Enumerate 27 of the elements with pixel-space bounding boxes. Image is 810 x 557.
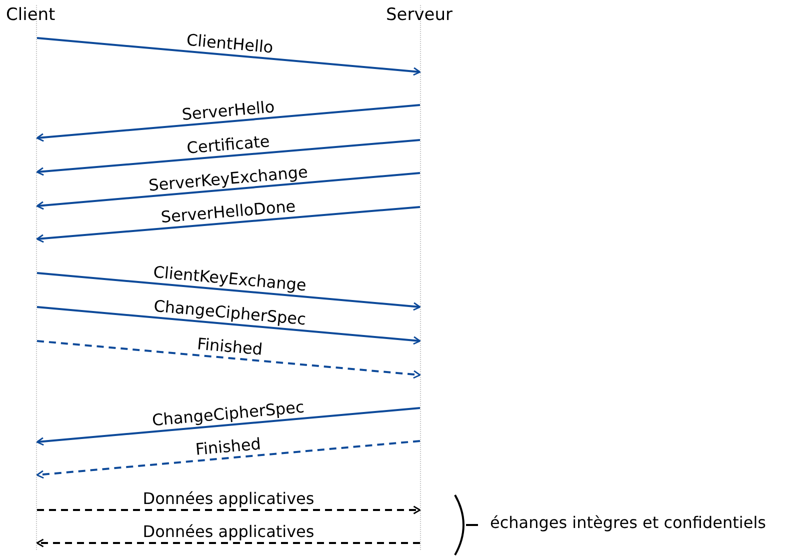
arrow <box>36 440 420 479</box>
participant-name: Serveur <box>386 5 453 25</box>
arrow <box>36 340 421 379</box>
edge-label: ServerHelloDone <box>160 197 296 227</box>
edge-label: ClientHello <box>185 31 274 57</box>
edge-label: ClientKeyExchange <box>152 263 307 295</box>
arrow <box>36 37 421 76</box>
arrow <box>36 306 421 345</box>
arrow <box>36 172 420 210</box>
arrow <box>36 272 421 311</box>
edge-label: ChangeCipherSpec <box>150 398 304 430</box>
edge-label: ServerKeyExchange <box>147 162 308 194</box>
edge-label: Finished <box>196 335 263 359</box>
arrow <box>36 139 420 176</box>
edge-label: Certificate <box>186 132 270 158</box>
note-text: échanges intègres et confidentiels <box>490 514 766 532</box>
edge-label: ServerHello <box>180 98 275 124</box>
arrow <box>37 506 421 514</box>
edge-label: ChangeCipherSpec <box>152 297 306 329</box>
arrow <box>36 407 420 446</box>
edge-label: Finished <box>194 435 262 459</box>
edge-label: Données applicatives <box>142 523 314 541</box>
edge-label: Données applicatives <box>142 490 314 508</box>
arrow <box>36 538 420 548</box>
arrow <box>36 206 420 243</box>
arrow <box>36 104 420 142</box>
participant-name: Client <box>6 5 56 25</box>
